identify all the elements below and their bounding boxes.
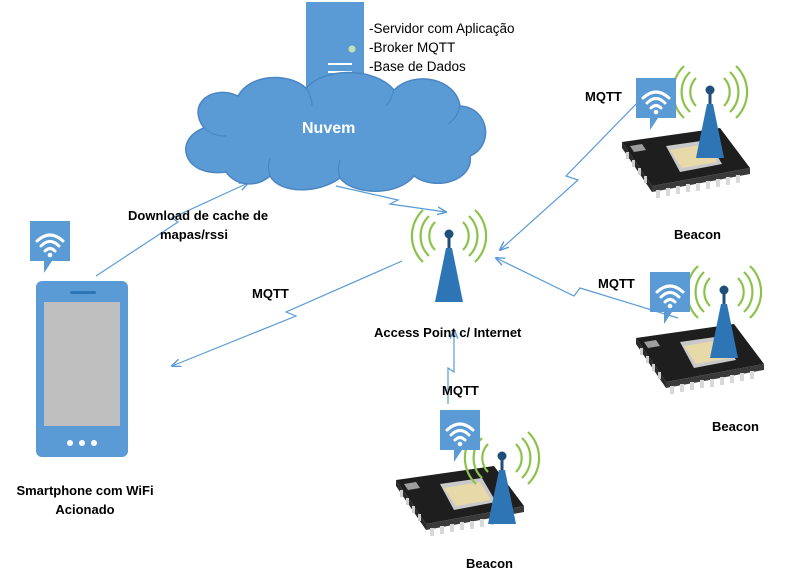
smartphone [36,281,128,457]
mqtt-label-top-right: MQTT [585,89,622,104]
access-point-label: Access Point c/ Internet [374,325,522,340]
link-ap-phone [172,260,403,366]
beacon-top-right [622,64,750,198]
beacon-label-mid-right: Beacon [712,419,759,434]
connection-links [95,99,679,404]
server-label-app: -Servidor com Aplicação [369,21,515,36]
beacon-bottom [396,408,541,536]
smartphone-wifi-icon [28,219,72,275]
mqtt-label-phone: MQTT [252,286,289,301]
smartphone-screen [44,302,120,426]
server-label-db: -Base de Dados [369,59,466,74]
smartphone-label-line2: Acionado [55,502,115,517]
link-beacon-b-ap [447,330,454,404]
cloud [185,71,487,192]
link-beacon-tr-ap [500,99,641,250]
server-led [348,45,356,53]
server-label-broker: -Broker MQTT [369,40,456,55]
download-label-line1: Download de cache de [128,208,269,223]
access-point-antenna [410,208,488,304]
download-label-line2: mapas/rssi [160,227,228,242]
mqtt-label-bottom: MQTT [442,383,479,398]
beacon-mid-right [636,264,764,394]
beacon-label-top-right: Beacon [674,227,721,242]
mqtt-label-mid-right: MQTT [598,276,635,291]
link-phone-cloud [95,183,248,277]
link-beacon-mr-ap [496,258,679,319]
cloud-label: Nuvem [302,120,356,137]
beacon-label-bottom: Beacon [466,556,513,571]
link-cloud-ap [335,185,446,212]
cloud-shape [185,71,487,192]
smartphone-label-line1: Smartphone com WiFi [16,483,154,498]
